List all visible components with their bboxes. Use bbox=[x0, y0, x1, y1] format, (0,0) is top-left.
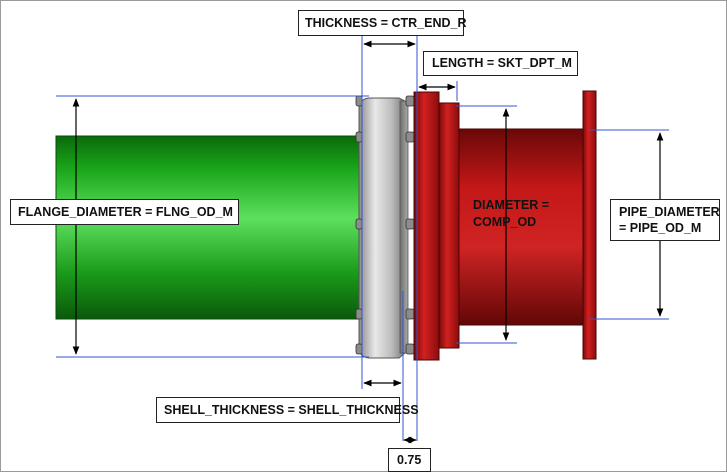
length-label-text: LENGTH = SKT_DPT_M bbox=[432, 56, 572, 70]
shell-thickness-label: SHELL_THICKNESS = SHELL_THICKNESS bbox=[156, 397, 419, 423]
offset-label: 0.75 bbox=[388, 448, 431, 472]
diameter-label-line2: COMP_OD bbox=[473, 215, 537, 229]
flange-diameter-label: FLANGE_DIAMETER = FLNG_OD_M bbox=[10, 199, 239, 225]
length-label: LENGTH = SKT_DPT_M bbox=[423, 51, 578, 76]
green-pipe bbox=[55, 135, 372, 320]
pipe-diameter-label: PIPE_DIAMETER = PIPE_OD_M bbox=[610, 199, 720, 241]
diameter-label: DIAMETER = COMP_OD bbox=[473, 197, 549, 231]
gray-flange bbox=[358, 97, 409, 359]
dimension-lines bbox=[56, 23, 669, 441]
red-component bbox=[413, 90, 597, 361]
thickness-label: THICKNESS = CTR_END_R bbox=[298, 10, 467, 36]
pipe-diameter-label-line2: = PIPE_OD_M bbox=[619, 221, 702, 235]
diameter-label-line1: DIAMETER = bbox=[473, 198, 550, 212]
pipe-diameter-label-line1: PIPE_DIAMETER bbox=[619, 205, 720, 219]
dimension-arrows bbox=[72, 40, 664, 444]
thickness-label-text: THICKNESS = CTR_END_R bbox=[305, 16, 467, 30]
flange-diameter-label-text: FLANGE_DIAMETER = FLNG_OD_M bbox=[18, 205, 233, 219]
shell-thickness-label-text: SHELL_THICKNESS = SHELL_THICKNESS bbox=[164, 403, 419, 417]
offset-label-text: 0.75 bbox=[397, 453, 422, 467]
